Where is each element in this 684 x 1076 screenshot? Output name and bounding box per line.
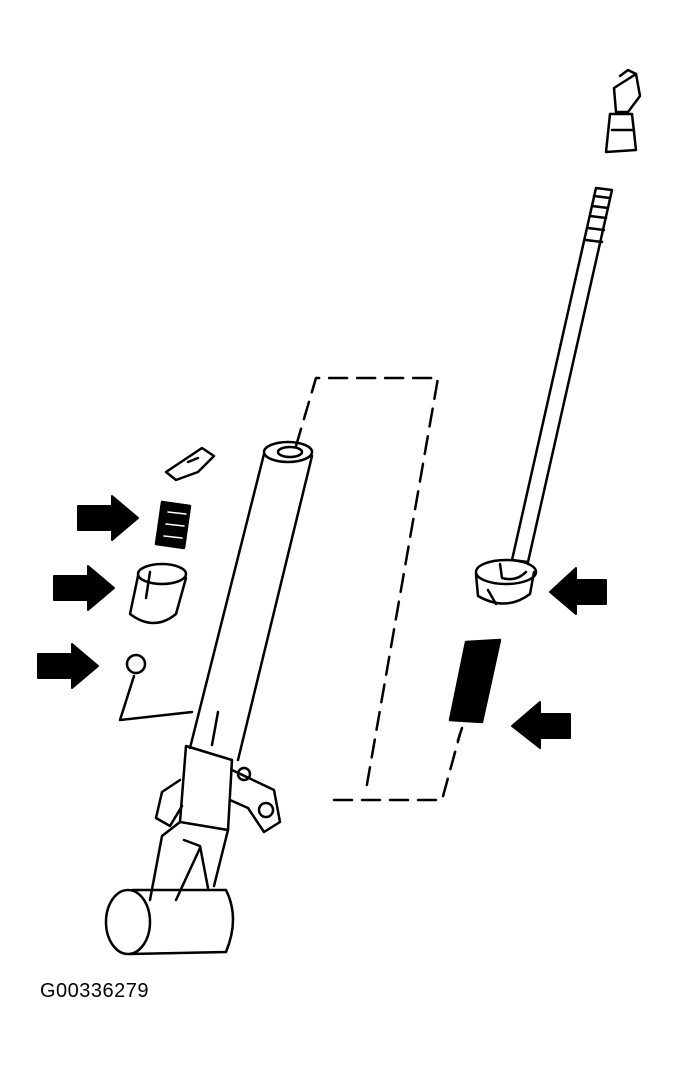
arrow-icon [549,567,607,615]
housing-bracket [104,744,282,956]
arrow-icon [37,643,99,689]
arrow-icon [77,495,139,541]
rod-collar [474,558,538,606]
arrow-icon [511,701,571,749]
ball [125,653,147,675]
small-spring [154,500,192,550]
assembly-dashed-lines [294,376,462,802]
ball-guide-line [118,674,194,722]
bushing [128,562,188,625]
shift-rod [510,186,614,564]
arrow-icon [53,565,115,611]
shift-lever-knob [604,68,642,154]
clip [164,446,216,482]
rod-spring [448,638,502,742]
figure-code: G00336279 [40,980,150,1002]
outer-tube [188,440,314,762]
